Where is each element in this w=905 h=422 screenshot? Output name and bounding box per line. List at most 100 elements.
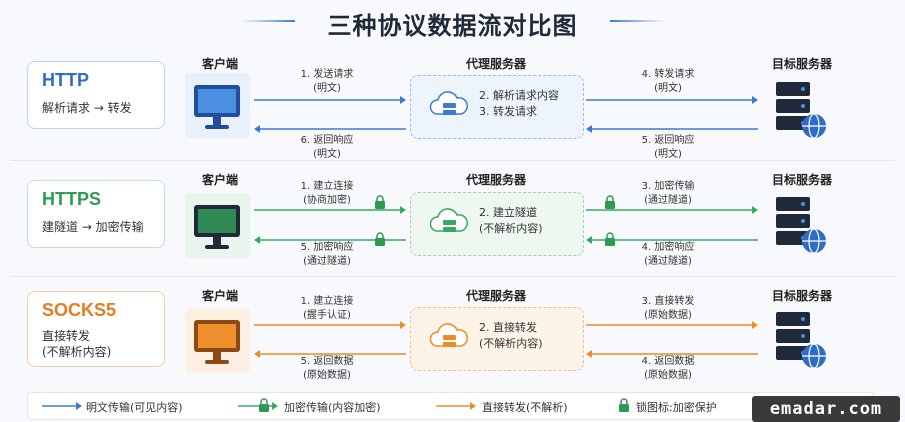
arrow-label-forward: 4. 转发请求 (明文) [613, 68, 723, 96]
arrow-label-request: 1. 建立连接 (协商加密) [272, 180, 382, 208]
label-line: (明文) [654, 149, 682, 160]
arrow-right-direct [586, 321, 758, 329]
protocol-desc: 建隧道 → 加密传输 [42, 220, 144, 234]
arrow-right-encrypted [254, 206, 406, 214]
arrow-label-return: 4. 加密响应 (通过隧道) [613, 241, 723, 269]
protocol-name: HTTP [42, 70, 89, 90]
proxy-heading: 代理服务器 [465, 173, 526, 187]
label-line: (明文) [313, 149, 341, 160]
arrow-right-encrypted [586, 206, 758, 214]
legend: 明文传输(可见内容) 加密传输(内容加密) 直接转发(不解析) 锁图标:加密保护 [27, 392, 874, 420]
arrow-label-forward: 3. 直接转发 (原始数据) [613, 295, 723, 323]
arrow-label-return: 4. 返回数据 (原始数据) [613, 355, 723, 383]
arrow-right-plain [586, 96, 758, 104]
arrow-label-request: 1. 建立连接 (握手认证) [272, 295, 382, 323]
cloud-server-icon [429, 323, 468, 347]
protocol-desc: (不解析内容) [42, 345, 112, 359]
protocol-box-http: HTTP 解析请求 → 转发 [27, 61, 165, 129]
arrow-label-return: 5. 返回响应 (明文) [613, 134, 723, 162]
proxy-step: 2. 直接转发 [479, 321, 537, 334]
protocol-desc: 解析请求 → 转发 [42, 101, 132, 115]
protocol-box-https: HTTPS 建隧道 → 加密传输 [27, 180, 165, 248]
label-line: (协商加密) [303, 195, 351, 206]
label-line: 5. 加密响应 [300, 242, 354, 253]
label-line: 1. 建立连接 [300, 181, 354, 192]
legend-direct-label: 直接转发(不解析) [482, 401, 568, 414]
lock-icon [619, 398, 629, 412]
label-line: (原始数据) [303, 370, 351, 381]
lock-icon [605, 195, 615, 209]
page-title: 三种协议数据流对比图 [327, 12, 578, 40]
arrow-left-plain [254, 125, 406, 133]
legend-direct-arrow [436, 402, 476, 410]
legend-lock-label: 锁图标:加密保护 [636, 401, 717, 414]
protocol-name: HTTPS [42, 189, 102, 209]
arrow-left-direct [586, 350, 758, 358]
arrow-label-response: 5. 返回数据 (原始数据) [272, 355, 382, 383]
label-line: 3. 加密传输 [641, 181, 695, 192]
lock-icon [375, 232, 385, 246]
protocol-name: SOCKS5 [42, 300, 117, 320]
row-divider [10, 160, 895, 161]
legend-encrypted-label: 加密传输(内容加密) [284, 401, 381, 414]
proxy-step: 2. 建立隧道 [479, 206, 537, 219]
label-line: 1. 发送请求 [300, 69, 354, 80]
label-line: 5. 返回数据 [300, 356, 354, 367]
watermark: emadar.com [752, 396, 900, 422]
label-line: (通过隧道) [644, 195, 692, 206]
label-line: 4. 转发请求 [641, 69, 695, 80]
row-divider [10, 276, 895, 277]
server-heading: 目标服务器 [771, 173, 832, 187]
arrow-left-plain [586, 125, 758, 133]
arrow-label-forward: 3. 加密传输 (通过隧道) [613, 180, 723, 208]
client-monitor-icon [185, 308, 250, 373]
proxy-box-http: 2. 解析请求内容 3. 转发请求 [410, 75, 584, 139]
cloud-server-icon [429, 208, 468, 232]
label-line: 3. 直接转发 [641, 296, 695, 307]
server-globe-icon [776, 312, 826, 369]
label-line: (通过隧道) [303, 256, 351, 267]
arrow-label-response: 5. 加密响应 (通过隧道) [272, 241, 382, 269]
legend-plain-arrow [42, 402, 82, 410]
label-line: (明文) [313, 83, 341, 94]
client-monitor-icon [185, 193, 250, 258]
label-line: (原始数据) [644, 310, 692, 321]
label-line: 1. 建立连接 [300, 296, 354, 307]
label-line: (通过隧道) [644, 256, 692, 267]
label-line: 4. 返回数据 [641, 356, 695, 367]
proxy-heading: 代理服务器 [465, 57, 526, 71]
proxy-heading: 代理服务器 [465, 289, 526, 303]
title-decoration-left [240, 20, 295, 22]
arrow-right-plain [254, 96, 406, 104]
lock-icon [605, 232, 615, 246]
label-line: (握手认证) [303, 310, 351, 321]
server-heading: 目标服务器 [771, 57, 832, 71]
arrow-left-encrypted [586, 236, 758, 244]
client-monitor-icon [185, 73, 250, 138]
label-line: (原始数据) [644, 370, 692, 381]
label-line: (明文) [654, 83, 682, 94]
title-decoration-right [610, 20, 665, 22]
lock-icon [259, 398, 269, 412]
lock-icon [375, 195, 385, 209]
client-heading: 客户端 [201, 173, 238, 187]
cloud-server-icon [429, 91, 468, 115]
protocol-desc: 直接转发 [42, 329, 91, 343]
server-globe-icon [776, 82, 826, 139]
server-heading: 目标服务器 [771, 289, 832, 303]
client-heading: 客户端 [201, 57, 238, 71]
label-line: 4. 加密响应 [641, 242, 695, 253]
proxy-step: (不解析内容) [479, 337, 543, 350]
protocol-box-socks5: SOCKS5 直接转发 (不解析内容) [27, 291, 165, 367]
proxy-box-https: 2. 建立隧道 (不解析内容) [410, 192, 584, 256]
label-line: 5. 返回响应 [641, 135, 695, 146]
proxy-step: 2. 解析请求内容 [479, 89, 559, 102]
proxy-box-socks5: 2. 直接转发 (不解析内容) [410, 307, 584, 371]
proxy-step: (不解析内容) [479, 222, 543, 235]
arrow-left-direct [254, 350, 406, 358]
client-heading: 客户端 [201, 289, 238, 303]
label-line: 6. 返回响应 [300, 135, 354, 146]
server-globe-icon [776, 197, 826, 254]
arrow-right-direct [254, 321, 406, 329]
proxy-step: 3. 转发请求 [479, 105, 537, 118]
